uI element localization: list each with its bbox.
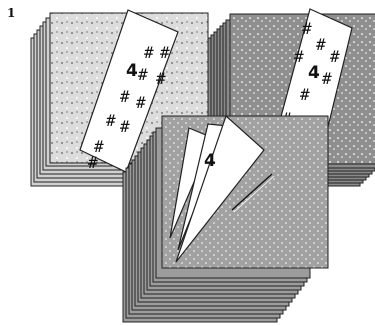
svg-text:#: # [156,69,166,88]
svg-text:#: # [88,153,98,172]
svg-text:#: # [106,111,116,130]
medium-fabric-stack: 4 [123,116,328,322]
svg-text:#: # [300,85,310,104]
svg-text:#: # [294,47,304,66]
svg-text:#: # [330,47,340,66]
medium-triangle-count-label: 4 [204,151,216,171]
svg-text:#: # [316,35,326,54]
svg-text:#: # [138,65,148,84]
svg-text:#: # [144,43,154,62]
svg-text:#: # [160,43,170,62]
dark-strip-count-label: 4 [308,63,320,83]
svg-text:#: # [120,117,130,136]
svg-text:#: # [136,93,146,112]
svg-text:#: # [322,69,332,88]
light-strip-count-label: 4 [126,61,138,81]
svg-text:#: # [302,19,312,38]
svg-text:#: # [120,87,130,106]
